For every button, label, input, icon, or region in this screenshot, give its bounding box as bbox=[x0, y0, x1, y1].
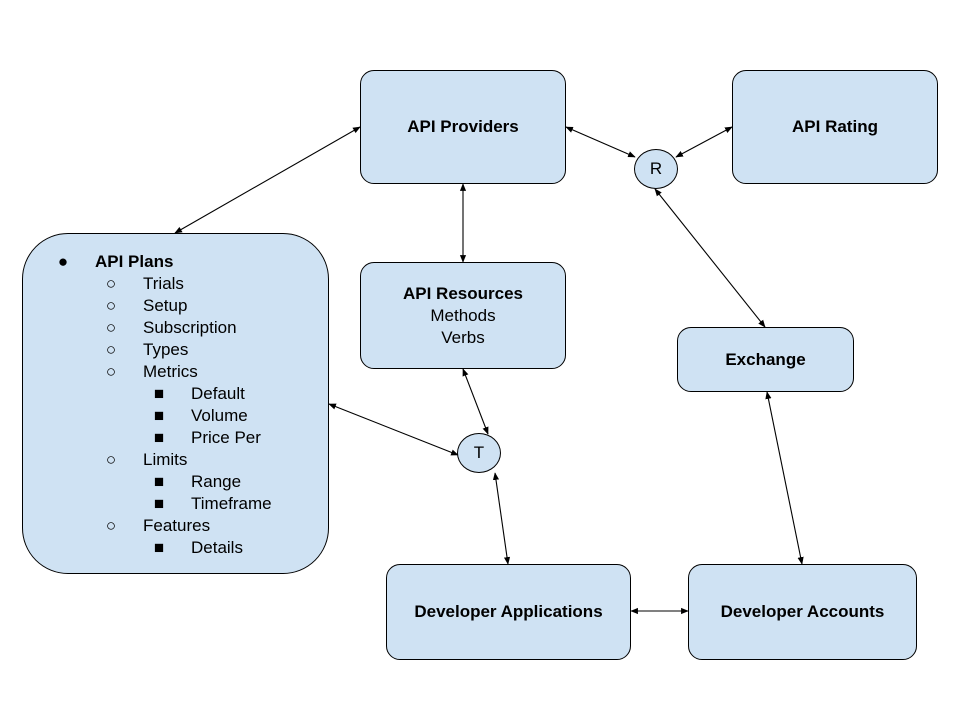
exchange-title: Exchange bbox=[725, 349, 806, 369]
developer-accounts-box: Developer Accounts bbox=[688, 564, 917, 660]
developer-accounts-title: Developer Accounts bbox=[720, 602, 885, 621]
square-bullet-icon: ■ bbox=[153, 494, 165, 513]
square-bullet-icon: ■ bbox=[153, 384, 165, 403]
relation-t-label: T bbox=[473, 443, 485, 462]
edge-plans-providers bbox=[174, 126, 361, 234]
edge-exchange-r bbox=[654, 188, 766, 328]
api-rating-box: API Rating bbox=[732, 70, 938, 184]
exchange-box: Exchange bbox=[677, 327, 854, 392]
api-plans-subitem-label: Volume bbox=[191, 406, 248, 425]
developer-applications-box: Developer Applications bbox=[386, 564, 631, 660]
edge-devapps-t bbox=[492, 472, 511, 565]
api-plans-item-label: Trials bbox=[143, 274, 184, 293]
api-plans-subitem-label: Default bbox=[191, 384, 245, 403]
api-plans-subitem-label: Timeframe bbox=[191, 494, 272, 513]
api-plans-subitem-label: Details bbox=[191, 538, 243, 557]
filled-circle-bullet-icon: ● bbox=[57, 252, 69, 271]
api-plans-title: API Plans bbox=[95, 252, 174, 271]
api-providers-title: API Providers bbox=[407, 117, 519, 136]
hollow-circle-bullet-icon: ○ bbox=[105, 450, 117, 469]
api-plans-box: ● API Plans ○ Trials ○ Setup ○ Subscript… bbox=[22, 233, 329, 574]
api-resources-title: API Resources bbox=[403, 283, 523, 303]
hollow-circle-bullet-icon: ○ bbox=[105, 362, 117, 381]
relation-r-label: R bbox=[649, 159, 663, 178]
api-resources-verbs: Verbs bbox=[441, 327, 485, 347]
hollow-circle-bullet-icon: ○ bbox=[105, 318, 117, 337]
edge-plans-t bbox=[328, 403, 459, 456]
square-bullet-icon: ■ bbox=[153, 538, 165, 557]
hollow-circle-bullet-icon: ○ bbox=[105, 516, 117, 535]
relation-r-node: R bbox=[634, 149, 678, 189]
api-resources-box: API Resources Methods Verbs bbox=[360, 262, 566, 369]
api-plans-item-label: Subscription bbox=[143, 318, 237, 337]
api-plans-item-label: Limits bbox=[143, 450, 188, 469]
api-plans-item-label: Features bbox=[143, 516, 211, 535]
developer-applications-title: Developer Applications bbox=[414, 602, 603, 621]
hollow-circle-bullet-icon: ○ bbox=[105, 274, 117, 293]
square-bullet-icon: ■ bbox=[153, 472, 165, 491]
api-plans-item-label: Types bbox=[143, 340, 189, 359]
api-plans-subitem-label: Price Per bbox=[191, 428, 261, 447]
edge-resources-t bbox=[462, 368, 489, 435]
api-plans-item-label: Metrics bbox=[143, 362, 198, 381]
hollow-circle-bullet-icon: ○ bbox=[105, 340, 117, 359]
api-rating-title: API Rating bbox=[792, 117, 878, 136]
hollow-circle-bullet-icon: ○ bbox=[105, 296, 117, 315]
edge-rating-r bbox=[675, 126, 733, 158]
square-bullet-icon: ■ bbox=[153, 406, 165, 425]
relation-t-node: T bbox=[457, 433, 501, 473]
api-resources-methods: Methods bbox=[430, 305, 496, 325]
api-providers-box: API Providers bbox=[360, 70, 566, 184]
square-bullet-icon: ■ bbox=[153, 428, 165, 447]
api-plans-subitem-label: Range bbox=[191, 472, 242, 491]
edge-devaccounts-exchange bbox=[765, 391, 804, 565]
edge-providers-r bbox=[565, 126, 636, 158]
api-plans-item-label: Setup bbox=[143, 296, 188, 315]
